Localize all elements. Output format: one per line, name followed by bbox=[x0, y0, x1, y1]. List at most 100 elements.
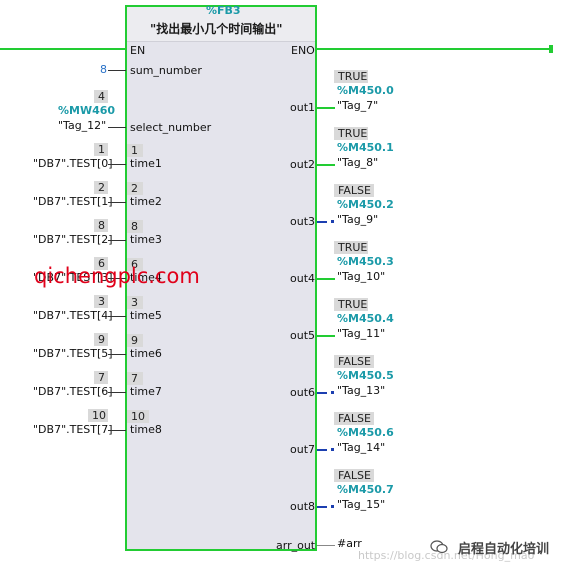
time-inner-value: 2 bbox=[127, 182, 143, 195]
pin-time[interactable]: time8 bbox=[130, 423, 162, 436]
wire-out-false bbox=[317, 392, 327, 394]
time-inner-value: 10 bbox=[127, 410, 149, 423]
pin-out[interactable]: out1 bbox=[290, 101, 316, 114]
time-tag[interactable]: "DB7".TEST[7] bbox=[33, 423, 113, 436]
pin-out[interactable]: out8 bbox=[290, 500, 316, 513]
out-tag[interactable]: "Tag_13" bbox=[337, 384, 386, 397]
pin-time[interactable]: time7 bbox=[130, 385, 162, 398]
select-number-address: %MW460 bbox=[58, 104, 116, 117]
pin-time[interactable]: time2 bbox=[130, 195, 162, 208]
select-number-tag[interactable]: "Tag_12" bbox=[58, 119, 107, 132]
time-current-value: 10 bbox=[88, 409, 108, 422]
function-block[interactable] bbox=[125, 5, 317, 551]
pin-arr-out[interactable]: arr_out bbox=[276, 539, 316, 552]
out-address: %M450.6 bbox=[337, 426, 394, 439]
pin-out[interactable]: out5 bbox=[290, 329, 316, 342]
wechat-icon bbox=[430, 540, 448, 554]
out-address: %M450.0 bbox=[337, 84, 394, 97]
time-current-value: 9 bbox=[94, 333, 108, 346]
pin-time[interactable]: time4 bbox=[130, 271, 162, 284]
out-tag[interactable]: "Tag_11" bbox=[337, 327, 386, 340]
out-state: FALSE bbox=[334, 469, 374, 482]
time-inner-value: 8 bbox=[127, 220, 143, 233]
time-current-value: 3 bbox=[94, 295, 108, 308]
arr-out-tag[interactable]: #arr bbox=[337, 537, 362, 550]
out-address: %M450.2 bbox=[337, 198, 394, 211]
time-tag[interactable]: "DB7".TEST[1] bbox=[33, 195, 113, 208]
out-state: FALSE bbox=[334, 184, 374, 197]
wire-out-false-dot bbox=[331, 220, 334, 223]
wire-sum-number bbox=[108, 70, 126, 71]
pin-time[interactable]: time1 bbox=[130, 157, 162, 170]
time-inner-value: 7 bbox=[127, 372, 143, 385]
pin-out[interactable]: out6 bbox=[290, 386, 316, 399]
time-inner-value: 1 bbox=[127, 144, 143, 157]
time-tag[interactable]: "DB7".TEST[2] bbox=[33, 233, 113, 246]
pin-out[interactable]: out4 bbox=[290, 272, 316, 285]
time-current-value: 7 bbox=[94, 371, 108, 384]
block-title: "找出最小几个时间输出" bbox=[150, 22, 283, 36]
out-tag[interactable]: "Tag_10" bbox=[337, 270, 386, 283]
out-address: %M450.3 bbox=[337, 255, 394, 268]
time-tag[interactable]: "DB7".TEST[6] bbox=[33, 385, 113, 398]
wire-out-false bbox=[317, 449, 327, 451]
wire-out-true bbox=[317, 278, 335, 280]
watermark-url: https://blog.csdn.net/Hong_mao bbox=[358, 549, 535, 562]
time-tag[interactable]: "DB7".TEST[0] bbox=[33, 157, 113, 170]
pin-out[interactable]: out2 bbox=[290, 158, 316, 171]
wire-select-number bbox=[108, 127, 126, 128]
pin-out[interactable]: out3 bbox=[290, 215, 316, 228]
wire-out-true bbox=[317, 335, 335, 337]
pin-time[interactable]: time6 bbox=[130, 347, 162, 360]
wire-time-input bbox=[108, 278, 126, 279]
sum-number-value[interactable]: 8 bbox=[100, 63, 107, 76]
pin-select-number[interactable]: select_number bbox=[130, 121, 212, 134]
rail-end-dot bbox=[549, 45, 553, 53]
watermark-overlay: qichengplc.com bbox=[34, 264, 200, 288]
wire-time-input bbox=[108, 240, 126, 241]
power-rail-left bbox=[0, 48, 126, 50]
out-state: TRUE bbox=[334, 70, 368, 83]
out-address: %M450.5 bbox=[337, 369, 394, 382]
pin-out[interactable]: out7 bbox=[290, 443, 316, 456]
wire-out-false-dot bbox=[331, 391, 334, 394]
pin-sum-number[interactable]: sum_number bbox=[130, 64, 202, 77]
time-current-value: 8 bbox=[94, 219, 108, 232]
wire-time-input bbox=[108, 316, 126, 317]
out-address: %M450.4 bbox=[337, 312, 394, 325]
block-header bbox=[127, 7, 315, 42]
out-state: FALSE bbox=[334, 412, 374, 425]
power-rail-right bbox=[317, 48, 552, 50]
out-tag[interactable]: "Tag_15" bbox=[337, 498, 386, 511]
wire-time-input bbox=[108, 164, 126, 165]
pin-time[interactable]: time5 bbox=[130, 309, 162, 322]
out-address: %M450.7 bbox=[337, 483, 394, 496]
time-inner-value: 9 bbox=[127, 334, 143, 347]
out-tag[interactable]: "Tag_14" bbox=[337, 441, 386, 454]
out-tag[interactable]: "Tag_8" bbox=[337, 156, 379, 169]
time-current-value: 1 bbox=[94, 143, 108, 156]
out-state: FALSE bbox=[334, 355, 374, 368]
time-tag[interactable]: "DB7".TEST[4] bbox=[33, 309, 113, 322]
time-tag[interactable]: "DB7".TEST[5] bbox=[33, 347, 113, 360]
out-state: TRUE bbox=[334, 241, 368, 254]
wire-time-input bbox=[108, 354, 126, 355]
pin-en[interactable]: EN bbox=[130, 44, 146, 57]
wire-out-false bbox=[317, 506, 327, 508]
pin-time[interactable]: time3 bbox=[130, 233, 162, 246]
time-current-value: 6 bbox=[94, 257, 108, 270]
out-address: %M450.1 bbox=[337, 141, 394, 154]
pin-eno[interactable]: ENO bbox=[291, 44, 315, 57]
wire-arr-out bbox=[317, 545, 335, 546]
wire-out-false-dot bbox=[331, 505, 334, 508]
time-current-value: 2 bbox=[94, 181, 108, 194]
wire-out-false bbox=[317, 221, 327, 223]
block-instance[interactable]: %FB3 bbox=[206, 4, 241, 17]
select-number-current: 4 bbox=[94, 90, 108, 103]
wire-out-true bbox=[317, 164, 335, 166]
out-tag[interactable]: "Tag_7" bbox=[337, 99, 379, 112]
wire-time-input bbox=[108, 430, 126, 431]
time-inner-value: 6 bbox=[127, 258, 143, 271]
time-tag[interactable]: "DB7".TEST[3] bbox=[33, 271, 113, 284]
out-tag[interactable]: "Tag_9" bbox=[337, 213, 379, 226]
